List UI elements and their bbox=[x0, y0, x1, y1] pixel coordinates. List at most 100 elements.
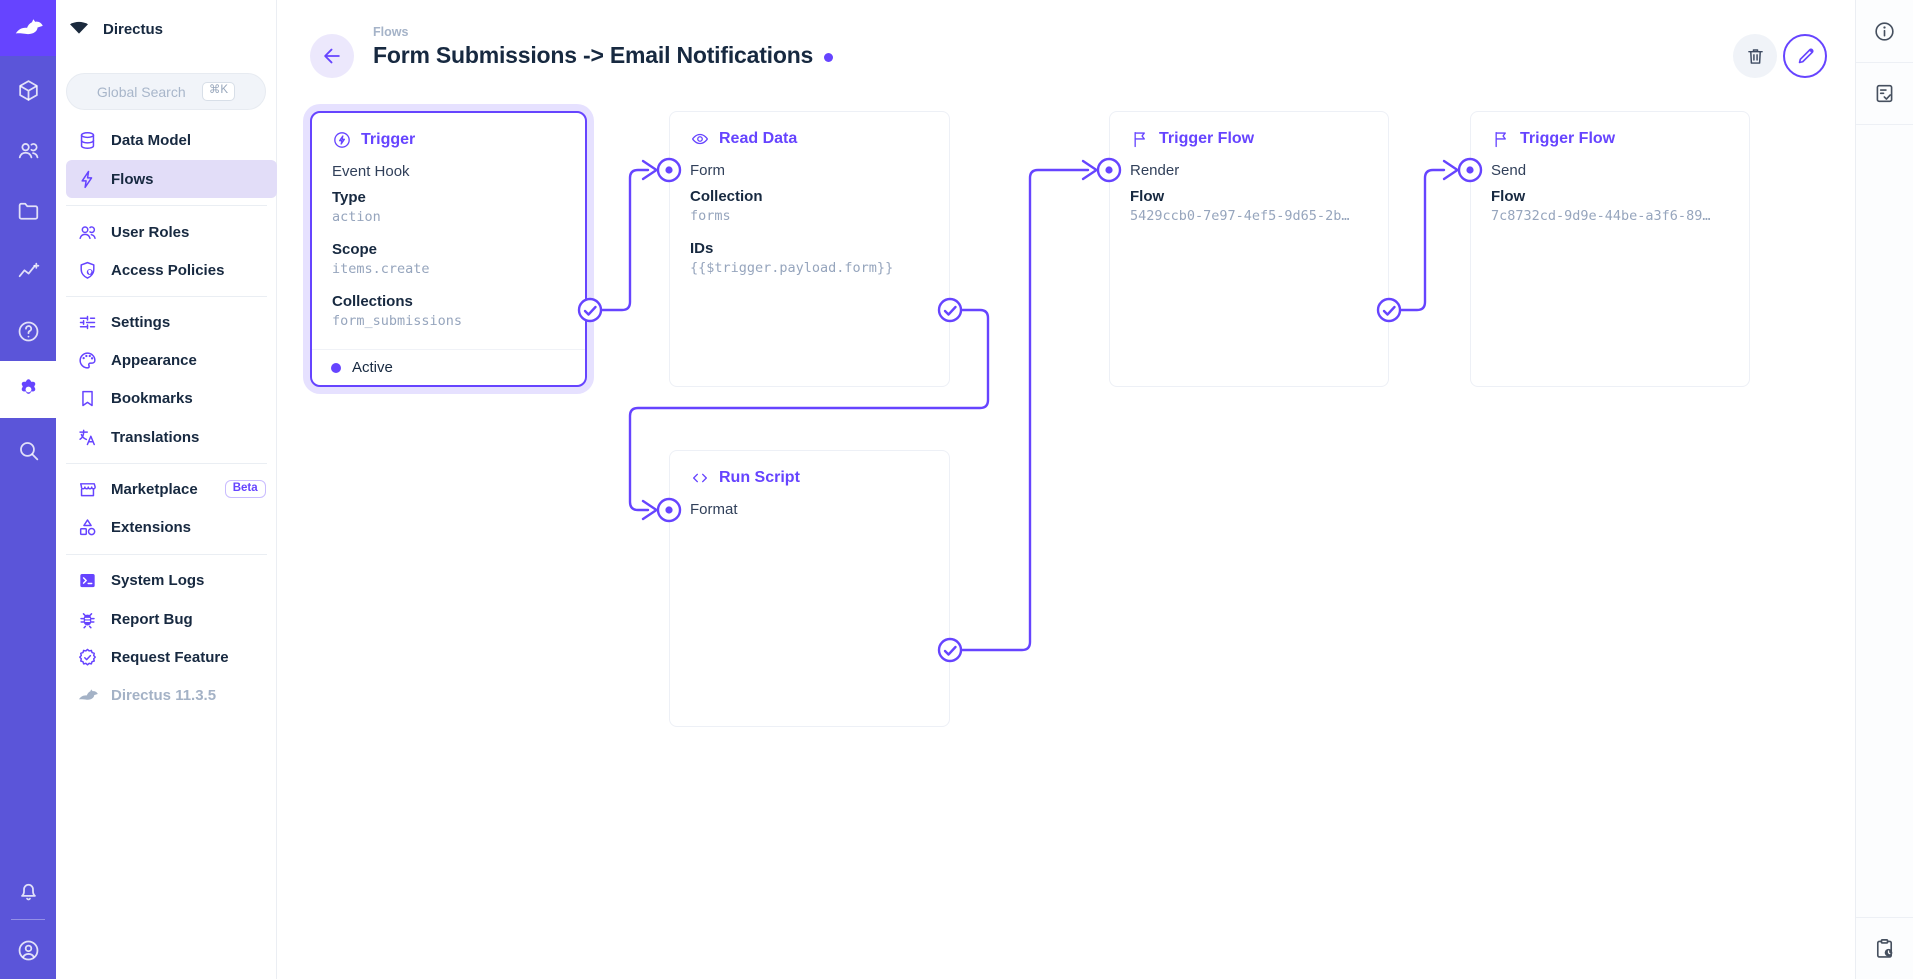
active-module-highlight bbox=[0, 361, 56, 418]
module-settings-active[interactable] bbox=[8, 369, 48, 409]
sidebar-item-translations[interactable]: Translations bbox=[66, 418, 277, 456]
title-row: Form Submissions -> Email Notifications bbox=[373, 42, 834, 69]
storefront-icon bbox=[77, 479, 98, 500]
panel-header: Run Script bbox=[690, 467, 800, 489]
eye-icon bbox=[692, 133, 708, 145]
flow-active-dot bbox=[824, 52, 834, 62]
bolt-circle-icon bbox=[334, 132, 350, 148]
rightbar-divider bbox=[1856, 124, 1913, 125]
sidebar-item-access-policies[interactable]: Access Policies bbox=[66, 251, 277, 289]
sidebar-item-request-feature[interactable]: Request Feature bbox=[66, 638, 277, 676]
wire-trigger-to-read-data bbox=[600, 159, 658, 312]
field-value: 7c8732cd-9d9e-44be-a3f6-89… bbox=[1491, 208, 1711, 224]
rabbit-icon bbox=[15, 19, 43, 35]
module-users[interactable] bbox=[8, 130, 48, 170]
field-label: Type bbox=[332, 189, 366, 206]
flow-panel-trigger[interactable]: Trigger Event Hook Type action Scope ite… bbox=[310, 111, 587, 387]
panel-name: Render bbox=[1130, 162, 1180, 179]
search-input[interactable] bbox=[96, 83, 193, 100]
category-icon bbox=[77, 517, 98, 538]
flow-panel-read-data[interactable]: Read Data Form Collection forms IDs {{$t… bbox=[669, 111, 950, 387]
cube-icon bbox=[18, 79, 38, 101]
flow-panel-trigger-flow-render[interactable]: Trigger Flow Render Flow 5429ccb0-7e97-4… bbox=[1109, 111, 1389, 387]
module-help[interactable] bbox=[8, 311, 48, 351]
search-shortcut: ⌘K bbox=[201, 82, 236, 101]
info-sidebar-button[interactable] bbox=[1856, 0, 1913, 62]
field-label: Collection bbox=[690, 188, 763, 205]
tune-icon bbox=[77, 312, 98, 333]
pencil-icon bbox=[1798, 48, 1814, 63]
edit-flow-button[interactable] bbox=[1783, 34, 1827, 78]
notifications-button[interactable] bbox=[8, 870, 48, 910]
field-value: {{$trigger.payload.form}} bbox=[690, 260, 894, 276]
field-label: Flow bbox=[1491, 188, 1526, 205]
sidebar-divider bbox=[66, 554, 267, 555]
field-label: Collections bbox=[332, 293, 413, 310]
bolt-icon bbox=[77, 169, 98, 190]
arrow-left-icon bbox=[324, 48, 340, 64]
module-search[interactable] bbox=[8, 430, 48, 470]
panel-header: Trigger bbox=[332, 129, 415, 151]
bell-icon bbox=[20, 883, 36, 900]
beta-badge: Beta bbox=[224, 479, 266, 499]
folder-icon bbox=[18, 202, 38, 220]
notices-sidebar-button[interactable] bbox=[1856, 62, 1913, 124]
status-label: Active bbox=[352, 359, 393, 376]
sidebar-item-appearance[interactable]: Appearance bbox=[66, 341, 277, 379]
back-button[interactable] bbox=[310, 34, 354, 78]
project-row[interactable]: Directus bbox=[56, 0, 277, 58]
revisions-pending-button[interactable] bbox=[1856, 917, 1913, 979]
wire-run-script-to-trigger-flow-render bbox=[960, 159, 1098, 652]
bug-icon bbox=[77, 609, 98, 630]
sidebar-item-extensions[interactable]: Extensions bbox=[66, 508, 277, 546]
users-icon bbox=[18, 142, 38, 158]
field-value: 5429ccb0-7e97-4ef5-9d65-2b… bbox=[1130, 208, 1350, 224]
flow-canvas: Flows Form Submissions -> Email Notifica… bbox=[277, 0, 1855, 979]
panel-name: Form bbox=[690, 162, 725, 179]
search-icon bbox=[19, 441, 38, 460]
palette-icon bbox=[77, 350, 98, 371]
page-title: Form Submissions -> Email Notifications bbox=[373, 42, 814, 68]
module-files[interactable] bbox=[8, 191, 48, 231]
flow-panel-trigger-flow-send[interactable]: Trigger Flow Send Flow 7c8732cd-9d9e-44b… bbox=[1470, 111, 1750, 387]
rabbit-gray-icon bbox=[77, 685, 98, 706]
trigger-status: Active bbox=[312, 349, 585, 385]
sidebar-item-system-logs[interactable]: System Logs bbox=[66, 561, 277, 599]
trash-icon bbox=[1747, 48, 1763, 64]
translate-icon bbox=[77, 427, 98, 448]
gear-icon bbox=[21, 378, 35, 394]
sidebar-item-report-bug[interactable]: Report Bug bbox=[66, 600, 277, 638]
doc-check-icon bbox=[1876, 84, 1893, 102]
account-button[interactable] bbox=[8, 930, 48, 970]
project-name: Directus bbox=[103, 20, 164, 38]
modulebar-divider bbox=[11, 919, 45, 920]
delete-flow-button[interactable] bbox=[1733, 34, 1777, 78]
account-icon bbox=[18, 940, 38, 960]
wire-trigger-flow-render-to-send bbox=[1399, 159, 1459, 312]
field-value: form_submissions bbox=[332, 313, 463, 329]
sidebar-item-user-roles[interactable]: User Roles bbox=[66, 213, 277, 251]
sidebar-item-flows[interactable]: Flows bbox=[66, 160, 277, 198]
sidebar-item-settings[interactable]: Settings bbox=[66, 303, 277, 341]
module-insights[interactable] bbox=[8, 251, 48, 291]
field-value: action bbox=[332, 209, 381, 225]
help-icon bbox=[18, 321, 38, 341]
module-content[interactable] bbox=[8, 70, 48, 110]
clipboard-clock-icon bbox=[1876, 938, 1893, 958]
rightbar-divider bbox=[1856, 917, 1913, 918]
bookmark-icon bbox=[77, 388, 98, 409]
directus-logo[interactable] bbox=[0, 0, 56, 56]
sidebar-item-marketplace[interactable]: Marketplace Beta bbox=[66, 470, 277, 508]
global-search[interactable]: ⌘K bbox=[66, 73, 266, 110]
flag-icon bbox=[1495, 132, 1506, 148]
right-sidebar bbox=[1855, 0, 1913, 979]
sidebar-item-data-model[interactable]: Data Model bbox=[66, 121, 277, 159]
info-icon bbox=[1875, 21, 1894, 41]
sidebar-item-version: Directus 11.3.5 bbox=[66, 676, 277, 714]
status-dot bbox=[331, 362, 341, 373]
sidebar-item-bookmarks[interactable]: Bookmarks bbox=[66, 379, 277, 417]
field-label: IDs bbox=[690, 240, 714, 257]
terminal-icon bbox=[77, 570, 98, 591]
breadcrumb[interactable]: Flows bbox=[373, 25, 409, 39]
flow-panel-run-script[interactable]: Run Script Format bbox=[669, 450, 950, 727]
